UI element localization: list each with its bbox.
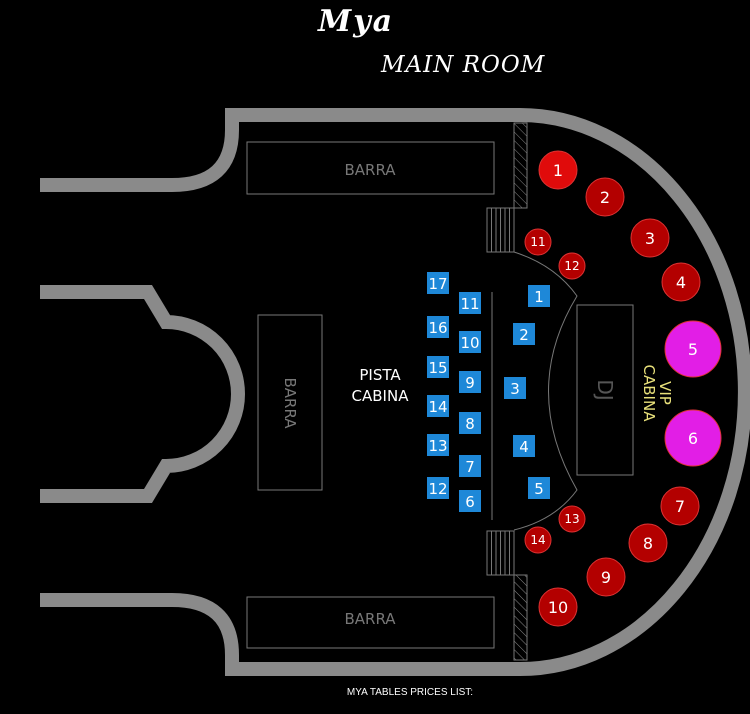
vip-table-9[interactable]: 9	[586, 557, 626, 597]
pista-table-number: 16	[428, 319, 447, 337]
pista-table-11[interactable]: 11	[459, 292, 481, 314]
vip-table-number: 12	[564, 259, 579, 273]
pista-table-6[interactable]: 6	[459, 490, 481, 512]
pista-table-16[interactable]: 16	[427, 316, 449, 338]
bar-left-counter	[257, 314, 323, 491]
pista-table-number: 12	[428, 480, 447, 498]
pista-table-number: 6	[465, 493, 475, 511]
vip-table-14[interactable]: 14	[524, 526, 552, 554]
pista-table-9[interactable]: 9	[459, 371, 481, 393]
vip-table-number: 10	[548, 598, 568, 617]
pista-table-8[interactable]: 8	[459, 412, 481, 434]
pista-table-10[interactable]: 10	[459, 331, 481, 353]
pista-table-number: 3	[510, 380, 520, 398]
pista-table-number: 7	[465, 458, 475, 476]
stage-edge	[513, 251, 578, 531]
pista-table-number: 4	[519, 438, 529, 456]
vip-table-number: 5	[688, 340, 698, 359]
mya-logo: Mya	[318, 4, 395, 39]
vip-table-6[interactable]: 6	[664, 409, 722, 467]
vip-table-10[interactable]: 10	[538, 587, 578, 627]
vip-table-7[interactable]: 7	[660, 486, 700, 526]
bar-top-label: BARRA	[344, 161, 396, 179]
prices-list-heading: MYA TABLES PRICES LIST:	[346, 687, 474, 698]
pista-table-number: 11	[460, 295, 479, 313]
vip-table-number: 8	[643, 534, 653, 553]
vip-label-1: VIP	[656, 381, 674, 405]
pista-table-number: 8	[465, 415, 475, 433]
pista-table-4[interactable]: 4	[513, 435, 535, 457]
bar-bottom-label: BARRA	[344, 610, 396, 628]
stairs-bottom	[486, 530, 515, 576]
wall-middle	[40, 285, 245, 503]
pista-table-number: 1	[534, 288, 544, 306]
vip-table-11[interactable]: 11	[524, 228, 552, 256]
pista-table-number: 14	[428, 398, 447, 416]
pista-table-13[interactable]: 13	[427, 434, 449, 456]
vip-table-3[interactable]: 3	[630, 218, 670, 258]
pista-table-number: 17	[428, 275, 447, 293]
vip-table-12[interactable]: 12	[558, 252, 586, 280]
bar-left-label: BARRA	[281, 377, 299, 429]
dance-floor-label-1: PISTA	[359, 366, 401, 384]
hatched-wall-top	[513, 122, 528, 209]
pista-table-2[interactable]: 2	[513, 323, 535, 345]
vip-table-number: 7	[675, 497, 685, 516]
pista-table-number: 9	[465, 374, 475, 392]
vip-table-number: 4	[676, 273, 686, 292]
pista-table-1[interactable]: 1	[528, 285, 550, 307]
pista-table-3[interactable]: 3	[504, 377, 526, 399]
stairs-top	[486, 207, 515, 253]
vip-table-number: 14	[530, 533, 545, 547]
vip-table-5[interactable]: 5	[664, 320, 722, 378]
vip-table-number: 11	[530, 235, 545, 249]
pista-table-7[interactable]: 7	[459, 455, 481, 477]
vip-table-number: 2	[600, 188, 610, 207]
dj-booth	[576, 304, 634, 476]
vip-table-number: 1	[553, 161, 563, 180]
pista-table-number: 5	[534, 480, 544, 498]
vip-table-number: 3	[645, 229, 655, 248]
pista-table-number: 2	[519, 326, 529, 344]
pista-table-number: 13	[428, 437, 447, 455]
vip-table-13[interactable]: 13	[558, 505, 586, 533]
pista-table-14[interactable]: 14	[427, 395, 449, 417]
vip-table-number: 6	[688, 429, 698, 448]
bar-bottom-counter	[246, 596, 495, 649]
dance-floor-label-2: CABINA	[352, 387, 410, 405]
vip-table-1[interactable]: 1	[538, 150, 578, 190]
vip-table-8[interactable]: 8	[628, 523, 668, 563]
vip-table-number: 9	[601, 568, 611, 587]
vip-table-number: 13	[564, 512, 579, 526]
vip-table-2[interactable]: 2	[585, 177, 625, 217]
pista-table-12[interactable]: 12	[427, 477, 449, 499]
pista-table-number: 15	[428, 359, 447, 377]
vip-table-4[interactable]: 4	[661, 262, 701, 302]
pista-table-number: 10	[460, 334, 479, 352]
wall-top	[40, 108, 750, 676]
hatched-wall-bottom	[513, 574, 528, 661]
pista-table-15[interactable]: 15	[427, 356, 449, 378]
pista-table-17[interactable]: 17	[427, 272, 449, 294]
dj-label: DJ	[593, 379, 617, 400]
pista-table-5[interactable]: 5	[528, 477, 550, 499]
page-title: MAIN ROOM	[381, 52, 546, 78]
bar-top-counter	[246, 141, 495, 195]
vip-label-2: CABINA	[640, 365, 658, 423]
